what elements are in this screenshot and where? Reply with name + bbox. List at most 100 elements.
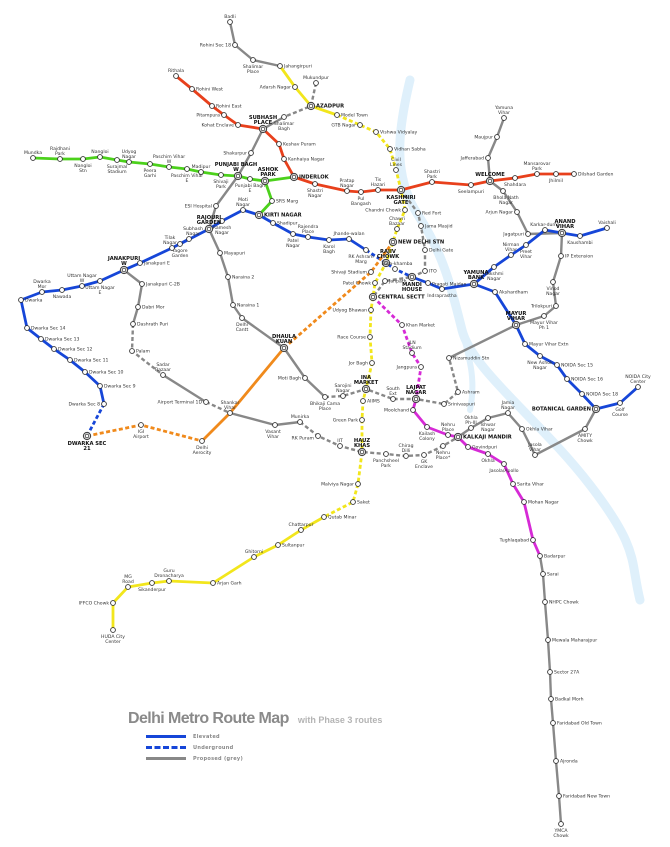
station[interactable]: Dwarka Sec 12 [51,346,93,353]
station[interactable]: Saket [350,499,370,506]
station[interactable]: Green Park [333,417,365,424]
station[interactable]: Jangpura [395,364,424,371]
station[interactable]: Mundka [24,150,42,161]
station[interactable]: Vaishali [598,220,616,231]
station[interactable]: Rohini Sec 18 [200,42,238,49]
station[interactable]: Delhi Gate [422,247,454,254]
station[interactable]: Akshardham [492,289,529,296]
station[interactable]: Rohini East [209,103,242,110]
station[interactable]: Nizamuddin Stn [446,355,490,362]
station[interactable]: Badarpur [537,553,566,560]
station[interactable]: Ajronda [553,758,578,765]
station[interactable]: Sarai [540,571,559,578]
station[interactable]: Kanhaiya Nagar [281,156,325,163]
station[interactable]: Race Course [337,334,373,341]
station[interactable]: Dwarka [18,297,43,304]
station[interactable]: Jor Bagh [348,360,375,367]
station[interactable]: Shivaji Stadium [331,269,374,276]
station[interactable]: Okhla [481,451,495,464]
interchange-station[interactable]: Kalkaji Mandir [453,432,512,442]
station[interactable]: Nangloi [91,149,109,160]
station[interactable]: Udyog Bhawan [332,307,374,314]
station[interactable]: Pragati Maidan [425,280,467,288]
interchange-station[interactable]: New Delhi Stn [388,237,444,247]
station[interactable]: Janpath [382,278,407,285]
station[interactable]: Mewala Maharajpur [545,637,598,644]
station[interactable]: Trilokpuri [530,303,559,310]
station[interactable]: Pitampura [196,112,227,119]
station[interactable]: Qutab Minar [321,514,357,521]
station[interactable]: Chandni Chowk [365,207,408,214]
station[interactable]: Jhilmil [548,171,563,184]
station[interactable]: Dwarka Sec 8 [68,401,107,408]
station[interactable]: Arjan Garh [210,580,242,587]
station[interactable]: Ashram [455,389,481,396]
station[interactable]: Seelampuri [458,182,484,195]
station[interactable]: Srinivaspuri [441,401,476,408]
station[interactable]: Nawada [53,287,72,300]
station[interactable]: Airport Terminal 1D [157,399,209,406]
station[interactable]: IP Extension [558,253,594,260]
interchange-station[interactable]: Welcome [475,172,505,186]
station[interactable]: IFFCO Chowk [79,600,116,607]
station[interactable]: Keshav Puram [276,141,317,148]
station[interactable]: Arjun Nagar [486,209,520,216]
station[interactable]: Madipur [192,164,211,175]
station[interactable]: Faridabad New Town [556,793,611,800]
station[interactable]: Adarsh Nagar [260,84,298,91]
station[interactable]: Dwarka Sec 11 [67,357,109,364]
station[interactable]: NOIDA Sec 16 [564,376,604,383]
station[interactable]: Rithala [168,68,184,79]
station[interactable]: NOIDA Sec 18 [579,391,619,398]
station[interactable]: Faridabad Old Town [550,720,602,727]
station[interactable]: Dwarka Sec 10 [82,369,124,376]
interchange-station[interactable]: Central Sectt [368,292,425,302]
station[interactable]: Dilshad Garden [571,171,614,178]
station[interactable]: Jasola/Apollo [488,461,519,474]
station[interactable]: Naraina 1 [230,302,260,309]
interchange-station[interactable]: Azadpur [306,101,344,111]
station[interactable]: Vidhan Sabha [387,146,426,153]
station[interactable]: Sikanderpur [138,580,166,593]
station[interactable]: Naraina 2 [225,274,255,281]
station[interactable]: Kaushambi [567,233,593,246]
station[interactable]: NHPC Chowk [542,599,579,606]
station[interactable]: Sarita Vihar [510,481,544,488]
station[interactable]: Shakurpur [223,150,254,157]
